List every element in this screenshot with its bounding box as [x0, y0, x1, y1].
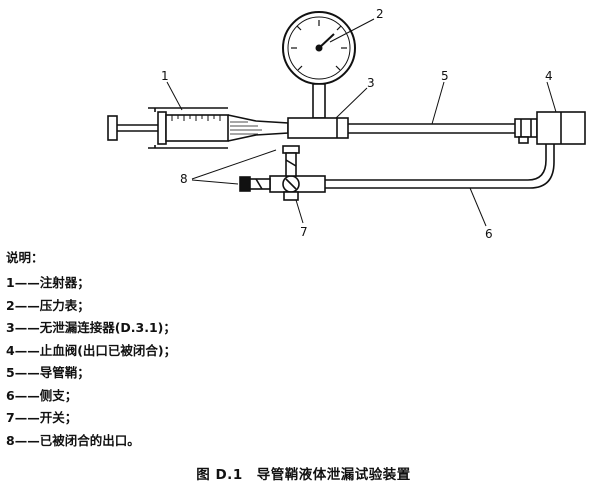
catheter-sheath [348, 123, 515, 134]
stopcock [269, 175, 326, 201]
legend-item-haemostatic-valve: 4——止血阀(出口已被闭合)； [6, 342, 177, 358]
callout-4: 4 [545, 69, 553, 83]
legend-title: 说明： [6, 250, 44, 265]
pressure-gauge [282, 11, 356, 119]
legend-item-leak-free-connector: 3——无泄漏连接器(D.3.1)； [6, 320, 176, 335]
callout-3: 3 [367, 76, 375, 90]
callout-2: 2 [376, 7, 384, 21]
callout-6: 6 [485, 227, 493, 240]
syringe [107, 107, 289, 149]
closed-outlet-left [239, 176, 271, 192]
side-port [325, 144, 555, 189]
leak-free-connector [287, 117, 349, 139]
legend: 说明： 1——注射器； 2——压力表； 3——无泄漏连接器(D.3.1)； 4—… [6, 249, 426, 452]
legend-item-catheter-sheath: 5——导管鞘； [6, 365, 90, 380]
callout-7: 7 [300, 225, 308, 239]
legend-item-syringe: 1——注射器； [6, 275, 90, 290]
closed-outlet-top [282, 145, 300, 177]
legend-item-pressure-gauge: 2——压力表； [6, 297, 90, 313]
legend-item-stopcock: 7——开关； [6, 410, 78, 425]
haemostatic-valve [514, 111, 586, 145]
leak-test-apparatus-diagram: 1 2 3 4 5 6 7 8 [107, 7, 586, 240]
leader-lines [166, 18, 557, 227]
figure-caption: 图 D.1 导管鞘液体泄漏试验装置 [196, 467, 411, 483]
callout-5: 5 [441, 69, 449, 83]
legend-item-side-port: 6——侧支； [6, 387, 78, 403]
legend-item-closed-outlet: 8——已被闭合的出口。 [6, 432, 140, 448]
callout-8: 8 [180, 172, 188, 186]
callout-1: 1 [161, 69, 169, 83]
